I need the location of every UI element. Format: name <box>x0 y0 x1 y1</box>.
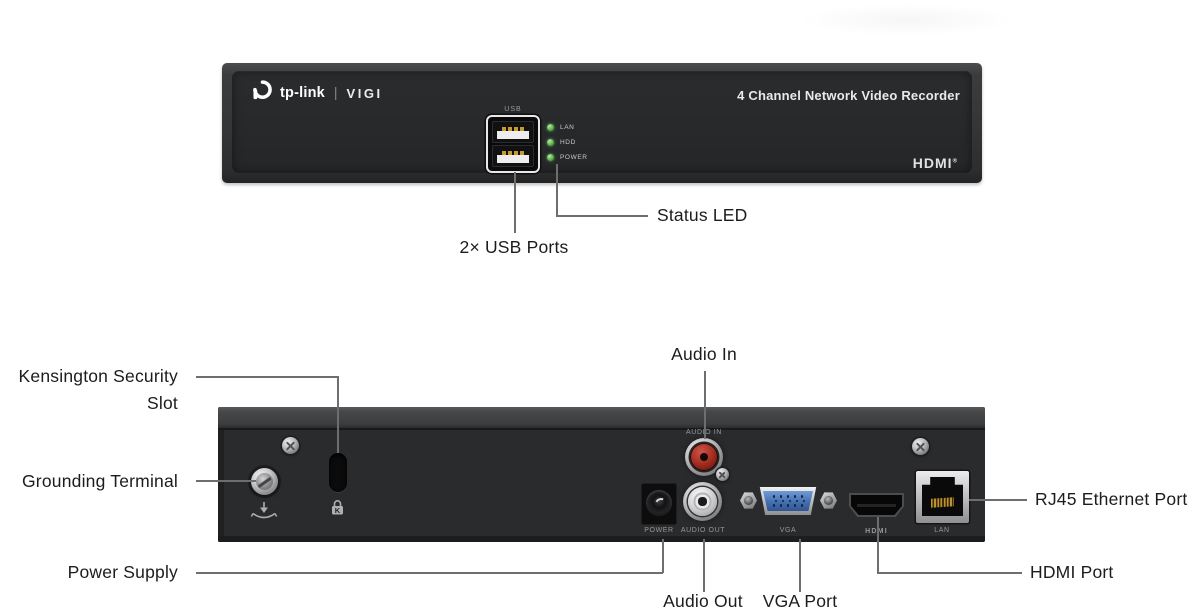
usb-callout-line <box>514 172 516 233</box>
audio-in-core <box>699 452 709 462</box>
power-jack <box>641 483 677 525</box>
kensington-lock-icon: K <box>330 499 345 521</box>
power-caption: POWER <box>644 527 674 534</box>
hdmi-opening <box>851 495 902 515</box>
background-artifact <box>800 4 1015 36</box>
kensington-callout-line-h <box>196 376 338 378</box>
usb-ports <box>486 115 540 173</box>
usb-pins <box>502 127 524 131</box>
tplink-logo-icon <box>252 80 273 106</box>
sub-brand-name: VIGI <box>346 85 383 101</box>
lan-caption: LAN <box>934 527 950 534</box>
hdmi-logo-text: HDMI <box>912 155 953 171</box>
brand-logo: tp-link | VIGI <box>252 79 383 107</box>
audio-in-caption: AUDIO IN <box>686 429 722 436</box>
led-power: POWER <box>547 153 588 161</box>
audio-out-callout-label: Audio Out <box>663 591 743 611</box>
nvr-front-panel: tp-link | VIGI 4 Channel Network Video R… <box>222 63 982 183</box>
small-screw-icon <box>716 468 729 481</box>
audio-in-port <box>685 438 723 476</box>
nvr-back-panel: K POWER AUDIO IN AUDIO OUT VGA HDMI <box>218 407 985 542</box>
lan-led-label: LAN <box>560 123 575 131</box>
hdmi-logo-reg: ® <box>952 158 958 165</box>
power-callout-line-v <box>662 539 664 573</box>
audio-out-core <box>698 497 707 506</box>
kensington-callout-label: Kensington Security Slot <box>18 366 178 413</box>
brand-divider: | <box>333 84 338 100</box>
hdd-led-icon <box>547 138 554 146</box>
hdd-led-label: HDD <box>560 138 576 146</box>
rj45-callout-line <box>969 499 1027 501</box>
audio-out-callout-line <box>703 539 705 592</box>
hdmi-callout-line-h <box>877 572 1022 574</box>
usb-port-top <box>492 121 534 143</box>
lan-led-icon <box>547 123 554 131</box>
hdmi-port-callout-label: HDMI Port <box>1030 562 1114 582</box>
power-led-icon <box>547 153 554 161</box>
usb-pins <box>502 151 524 155</box>
lan-screw-icon <box>912 438 929 455</box>
audio-out-port <box>683 482 722 521</box>
power-callout-line-h <box>196 572 663 574</box>
usb-tongue <box>497 151 529 163</box>
vga-callout-line <box>799 539 801 592</box>
audio-out-caption: AUDIO OUT <box>680 527 726 534</box>
rj45-callout-label: RJ45 Ethernet Port <box>1035 489 1188 509</box>
back-panel-bottom-edge <box>218 536 985 542</box>
status-led-callout-label: Status LED <box>657 205 748 225</box>
vga-port <box>759 487 817 515</box>
grounding-terminal <box>251 468 278 495</box>
vga-connector <box>762 490 814 512</box>
led-hdd: HDD <box>547 138 576 146</box>
kensington-slot <box>329 453 347 492</box>
audio-in-callout-label: Audio In <box>671 344 737 364</box>
hdmi-callout-line-v <box>877 517 879 573</box>
rj45-pins <box>931 497 954 508</box>
hdmi-caption: HDMI <box>848 528 905 535</box>
usb-caption: USB <box>504 106 522 113</box>
front-face <box>232 71 972 173</box>
usb-tongue <box>497 127 529 139</box>
rj45-port <box>916 471 969 523</box>
hdmi-port <box>849 493 904 517</box>
product-title: 4 Channel Network Video Recorder <box>737 88 960 103</box>
kensington-callout-line-v <box>337 376 339 453</box>
hdmi-logo: HDMI® <box>913 155 958 171</box>
vga-screw-right <box>820 492 837 509</box>
back-panel-left-edge <box>218 430 224 542</box>
statusled-callout-line-v <box>556 164 558 216</box>
usb-ports-callout-label: 2× USB Ports <box>459 237 569 257</box>
svg-text:K: K <box>335 506 341 515</box>
vga-screw-left <box>740 492 757 509</box>
power-supply-callout-label: Power Supply <box>67 562 178 582</box>
chassis-screw-icon <box>282 437 299 454</box>
power-led-label: POWER <box>560 153 588 161</box>
back-panel-lid <box>218 407 985 430</box>
audio-in-ring <box>689 442 719 472</box>
vga-caption: VGA <box>779 527 797 534</box>
grounding-callout-label: Grounding Terminal <box>22 471 178 491</box>
audio-out-ring <box>688 487 717 516</box>
grounding-callout-line <box>196 480 256 482</box>
brand-name: tp-link <box>280 85 325 101</box>
audio-in-callout-line <box>704 371 706 439</box>
vga-port-callout-label: VGA Port <box>762 591 838 611</box>
led-lan: LAN <box>547 123 574 131</box>
rj45-opening <box>922 477 963 516</box>
ground-symbol-icon <box>249 501 279 526</box>
statusled-callout-line-h <box>556 215 648 217</box>
usb-port-bottom <box>492 145 534 167</box>
